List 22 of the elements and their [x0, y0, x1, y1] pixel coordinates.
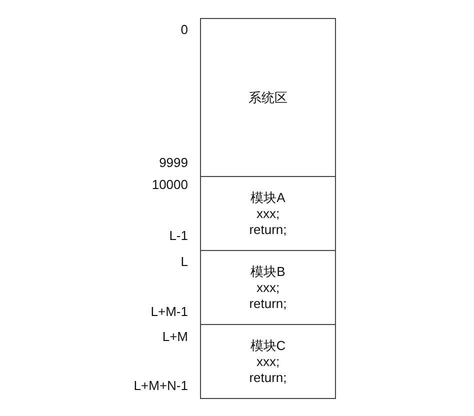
address-label: L+M [161, 329, 188, 344]
memory-block [200, 324, 336, 399]
address-label: L+M+N-1 [132, 378, 188, 393]
block-title: 系统区 [248, 90, 288, 106]
block-title: 模块C [250, 338, 286, 354]
memory-region [200, 18, 336, 177]
code-line: return; [249, 370, 287, 386]
code-line: xxx; [256, 206, 280, 222]
code-line: xxx; [256, 354, 280, 370]
address-label: L+M-1 [150, 304, 188, 319]
code-line: return; [249, 222, 287, 238]
address-label: 10000 [150, 177, 188, 192]
code-line: xxx; [256, 280, 280, 296]
block-title: 模块A [250, 190, 286, 206]
address-label: 0 [180, 22, 188, 37]
address-label: L-1 [168, 228, 188, 243]
memory-block [200, 176, 336, 251]
memory-block [200, 250, 336, 325]
address-label: 9999 [158, 155, 188, 170]
address-label: L [180, 254, 188, 269]
code-line: return; [249, 296, 287, 312]
block-title: 模块B [250, 264, 286, 280]
